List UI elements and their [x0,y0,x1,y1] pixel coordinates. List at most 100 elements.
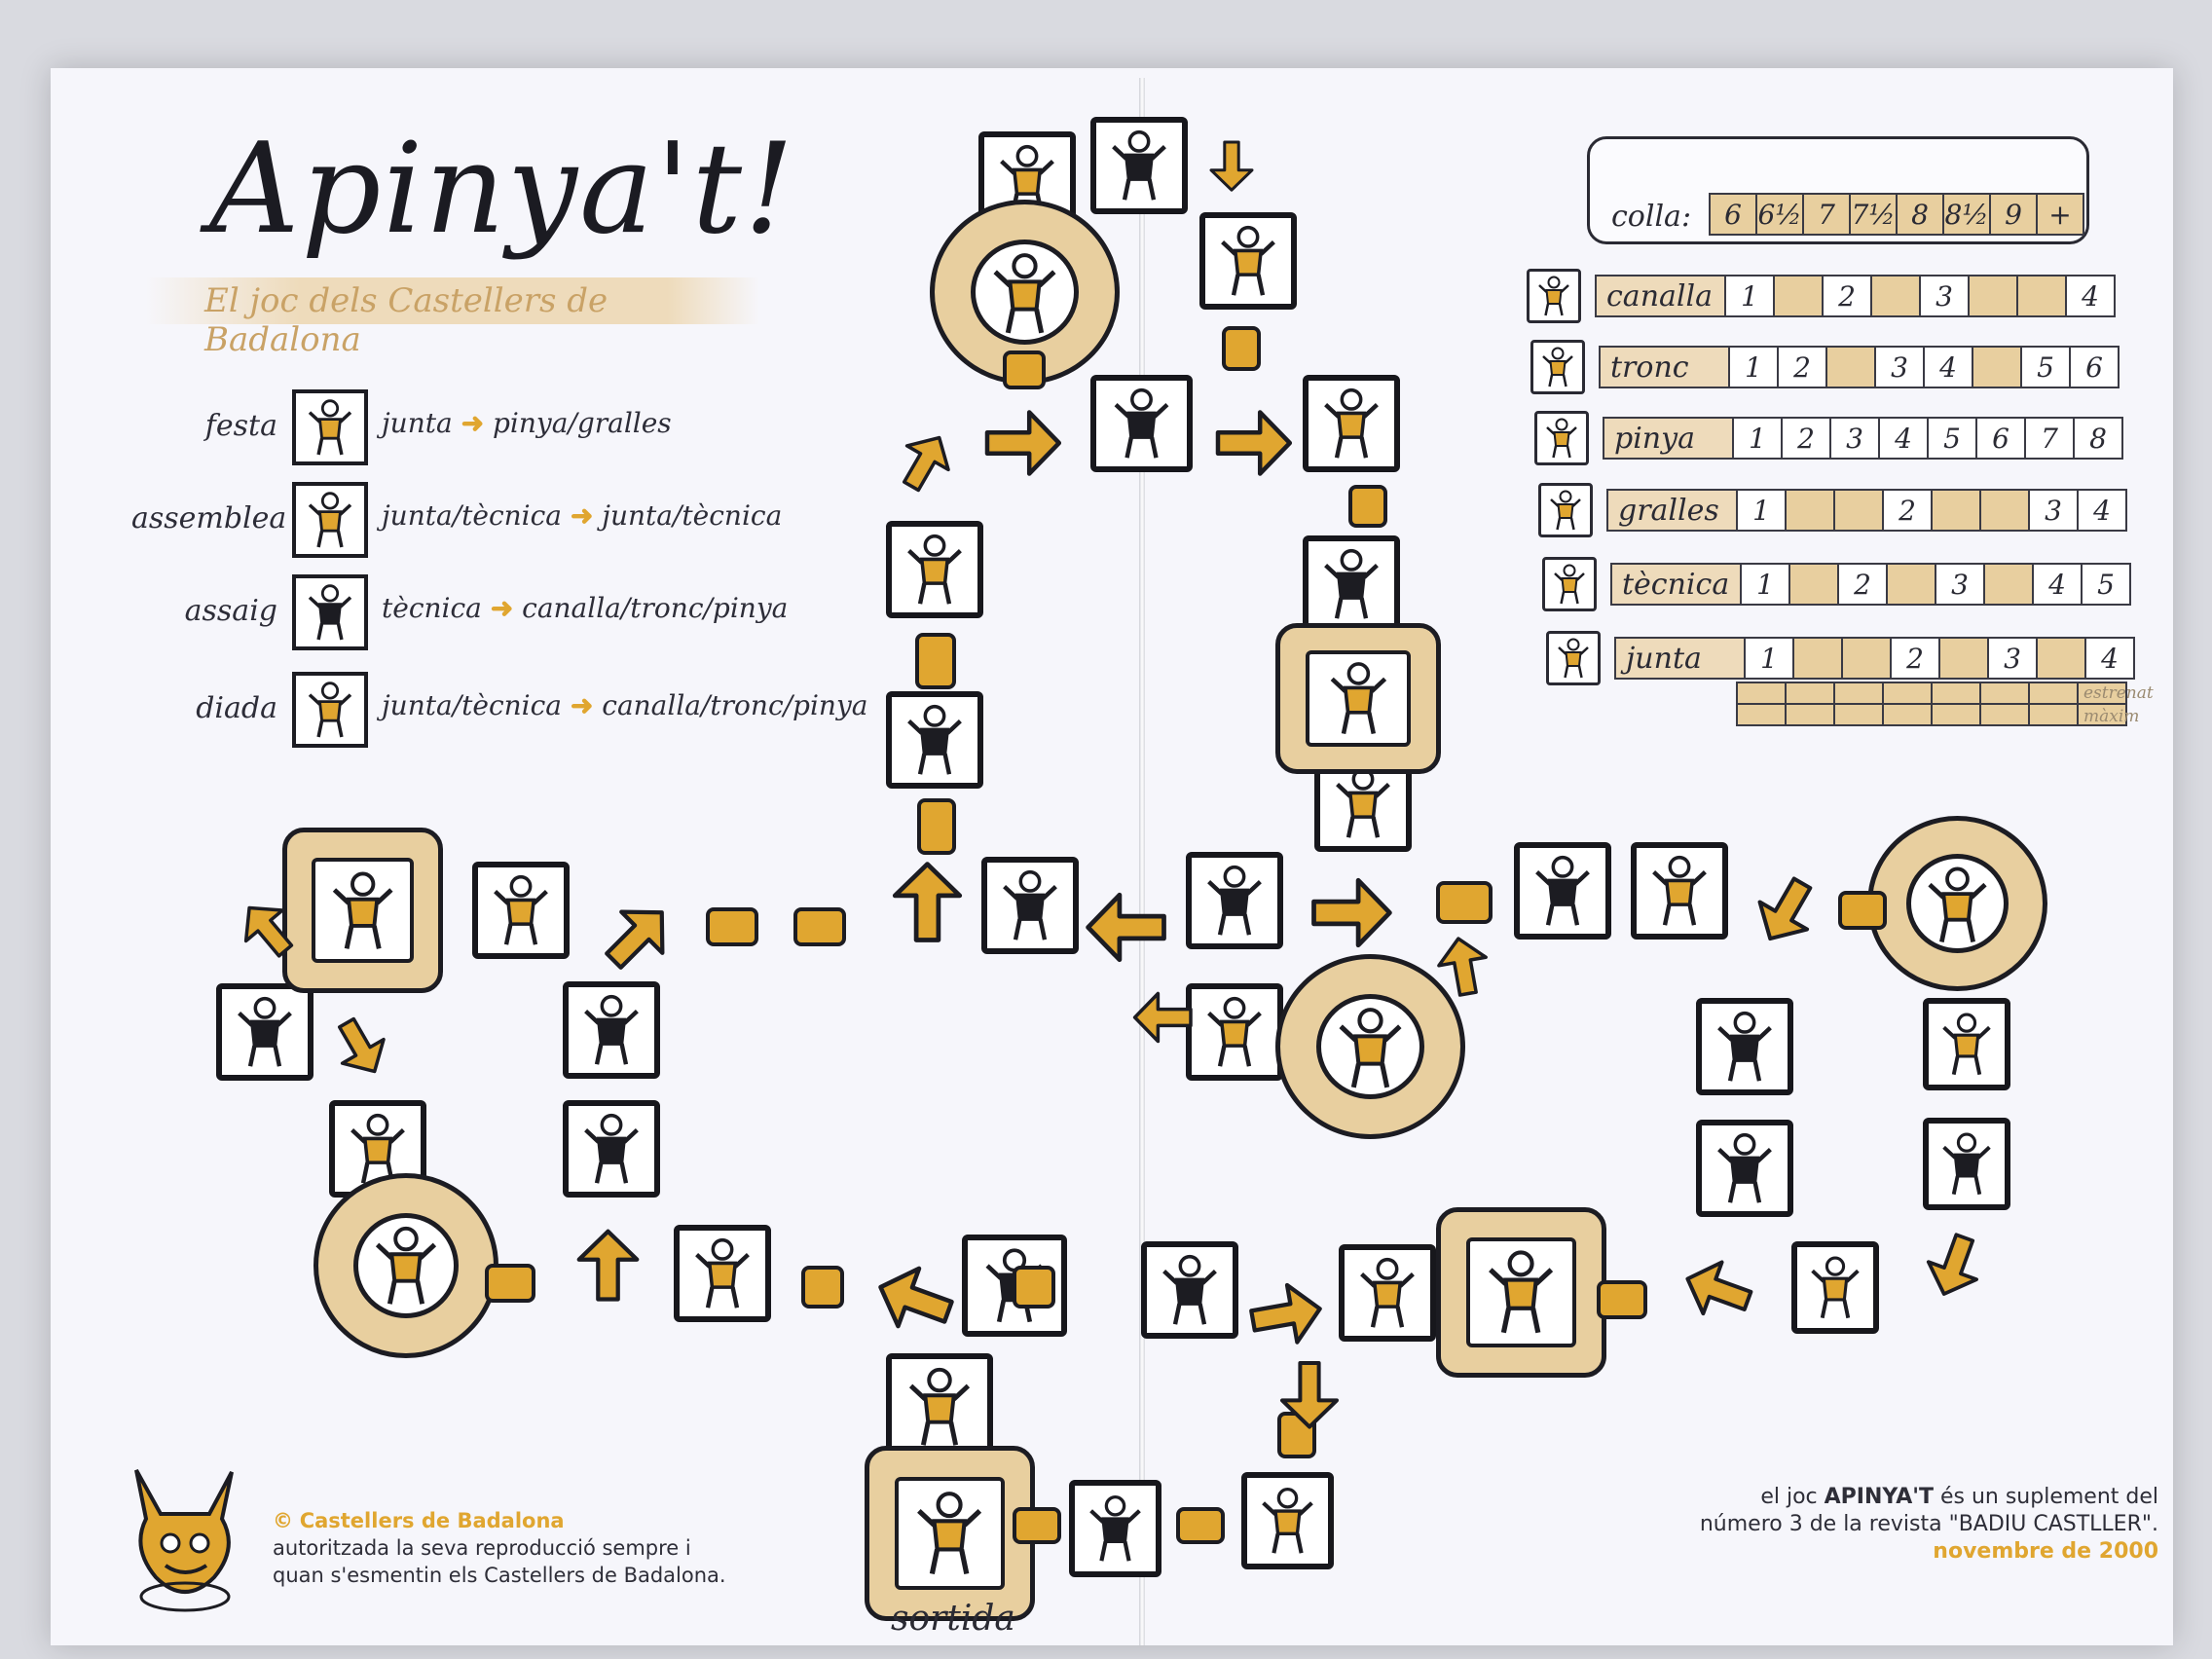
board-tile[interactable] [1069,1480,1161,1577]
score-cell[interactable]: 6 [1975,417,2026,460]
track-cell[interactable] [1979,682,2030,705]
path-connector[interactable] [917,798,956,855]
track-cell[interactable] [1882,682,1933,705]
board-tile[interactable] [1090,375,1193,472]
score-cell[interactable] [1931,489,1981,532]
score-cell[interactable] [1841,637,1892,680]
score-cell[interactable]: 3 [1829,417,1880,460]
board-tile[interactable] [1303,535,1400,633]
track-cell[interactable] [1833,703,1884,726]
board-tile[interactable] [472,862,570,959]
score-cell[interactable]: 3 [1935,563,1985,606]
score-cell[interactable]: 2 [1882,489,1933,532]
score-cell[interactable] [1825,346,1876,388]
board-tile[interactable] [1791,1241,1879,1334]
board-tile[interactable] [1923,1118,2010,1210]
score-cell[interactable] [1833,489,1884,532]
score-cell[interactable] [1792,637,1843,680]
board-tile[interactable] [1923,998,2010,1090]
path-connector[interactable] [801,1266,844,1309]
track-cell[interactable] [1882,703,1933,726]
score-cell[interactable] [1972,346,2022,388]
special-square[interactable] [865,1446,1035,1621]
special-square[interactable] [282,828,443,993]
score-cell[interactable] [1938,637,1989,680]
special-square[interactable] [1275,623,1441,774]
score-cell[interactable]: 4 [2084,637,2135,680]
score-cell[interactable]: 2 [1822,275,1872,317]
score-cell[interactable]: 1 [1728,346,1779,388]
track-cell[interactable] [2028,682,2079,705]
board-tile[interactable] [1696,998,1793,1095]
ring-space[interactable] [1867,816,2047,991]
score-cell[interactable]: 1 [1724,275,1775,317]
score-cell[interactable] [1979,489,2030,532]
track-cell[interactable] [1785,703,1835,726]
colla-level-1[interactable]: 6½ [1755,193,1804,236]
track-cell[interactable] [2028,703,2079,726]
board-tile[interactable] [563,981,660,1079]
path-connector[interactable] [485,1264,535,1303]
board-tile[interactable] [1696,1120,1793,1217]
score-cell[interactable] [1886,563,1936,606]
score-cell[interactable]: 4 [2065,275,2116,317]
score-cell[interactable]: 7 [2024,417,2075,460]
path-connector[interactable] [1013,1507,1061,1544]
colla-level-5[interactable]: 8½ [1942,193,1991,236]
track-cell[interactable] [1931,682,1981,705]
board-tile[interactable] [1186,983,1283,1081]
path-connector[interactable] [1348,485,1387,528]
colla-level-2[interactable]: 7 [1802,193,1851,236]
colla-level-0[interactable]: 6 [1709,193,1757,236]
score-cell[interactable]: 3 [2028,489,2079,532]
score-cell[interactable]: 2 [1890,637,1940,680]
board-tile[interactable] [1339,1244,1436,1342]
score-cell[interactable]: 5 [2081,563,2131,606]
ring-space[interactable] [1275,954,1465,1139]
score-cell[interactable] [1968,275,2018,317]
score-cell[interactable]: 3 [1874,346,1925,388]
path-connector[interactable] [1176,1507,1225,1544]
colla-level-7[interactable]: + [2036,193,2084,236]
board-tile[interactable] [1141,1241,1238,1339]
score-cell[interactable]: 2 [1777,346,1827,388]
path-connector[interactable] [1277,1412,1316,1458]
board-tile[interactable] [981,857,1079,954]
board-tile[interactable] [674,1225,771,1322]
score-cell[interactable]: 6 [2069,346,2120,388]
score-cell[interactable]: 8 [2073,417,2123,460]
board-tile[interactable] [1186,852,1283,949]
path-connector[interactable] [1003,350,1046,389]
track-cell[interactable] [1736,703,1787,726]
track-cell[interactable] [2077,703,2127,726]
board-tile[interactable] [1199,212,1297,310]
path-connector[interactable] [1013,1266,1055,1309]
score-cell[interactable]: 5 [1927,417,1977,460]
board-tile[interactable] [1303,375,1400,472]
path-connector[interactable] [1597,1280,1647,1319]
path-connector[interactable] [793,907,846,946]
track-cell[interactable] [2077,682,2127,705]
special-square[interactable] [1436,1207,1606,1378]
colla-level-6[interactable]: 9 [1989,193,2038,236]
board-tile[interactable] [1090,117,1188,214]
path-connector[interactable] [706,907,758,946]
board-tile[interactable] [886,691,983,789]
board-tile[interactable] [886,521,983,618]
ring-space[interactable] [313,1173,498,1358]
path-connector[interactable] [915,633,956,689]
path-connector[interactable] [1838,891,1887,930]
score-cell[interactable] [1983,563,2034,606]
score-cell[interactable]: 4 [2077,489,2127,532]
board-tile[interactable] [1241,1472,1334,1569]
score-cell[interactable]: 4 [1923,346,1973,388]
track-cell[interactable] [1979,703,2030,726]
score-cell[interactable]: 2 [1781,417,1831,460]
score-cell[interactable]: 2 [1837,563,1888,606]
score-cell[interactable]: 4 [1878,417,1929,460]
score-cell[interactable] [1785,489,1835,532]
score-cell[interactable]: 1 [1732,417,1783,460]
score-cell[interactable]: 5 [2020,346,2071,388]
track-cell[interactable] [1833,682,1884,705]
track-cell[interactable] [1785,682,1835,705]
